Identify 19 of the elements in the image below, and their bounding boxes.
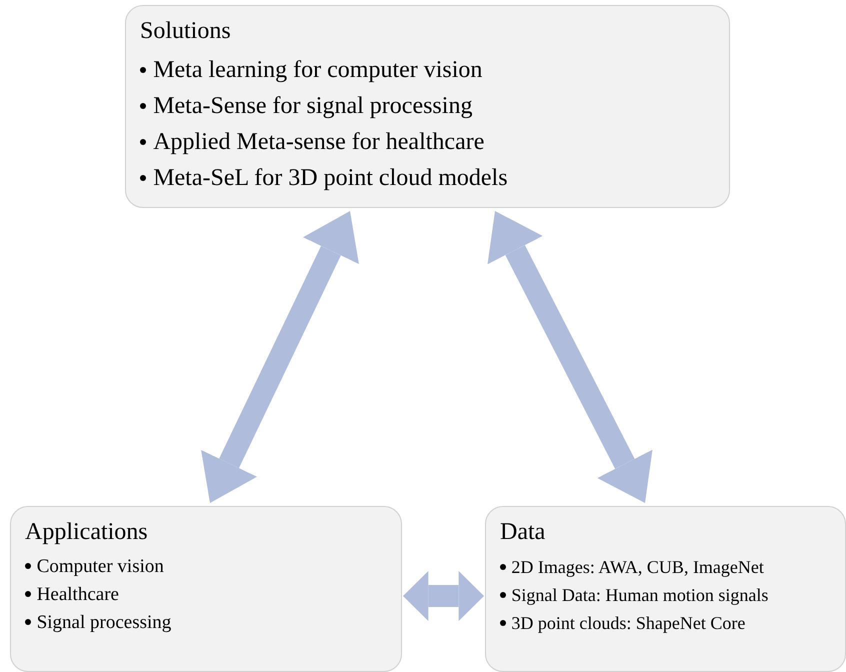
- bullet-item: Meta-Sense for signal processing: [153, 93, 472, 119]
- bullet-item: Computer vision: [36, 556, 164, 577]
- double-arrow: [488, 211, 652, 503]
- box-heading: Applications: [25, 518, 149, 547]
- bullet-item: Applied Meta-sense for healthcare: [153, 129, 484, 155]
- double-arrow: [403, 571, 484, 621]
- double-arrow: [201, 211, 359, 503]
- box-heading: Solutions: [140, 17, 232, 46]
- bullet-item: Meta-SeL for 3D point cloud models: [153, 165, 508, 191]
- bullet-item: 2D Images: AWA, CUB, ImageNet: [511, 557, 764, 577]
- bullet-item: Meta learning for computer vision: [153, 57, 482, 83]
- bullet-item: Signal Data: Human motion signals: [511, 585, 768, 605]
- text-box: [485, 506, 846, 672]
- bullet-item: Signal processing: [36, 612, 172, 633]
- bullet-item: Healthcare: [36, 584, 119, 605]
- text-box: [125, 5, 730, 208]
- bullet-item: 3D point clouds: ShapeNet Core: [511, 613, 746, 633]
- text-box: [10, 506, 402, 672]
- box-heading: Data: [500, 518, 546, 547]
